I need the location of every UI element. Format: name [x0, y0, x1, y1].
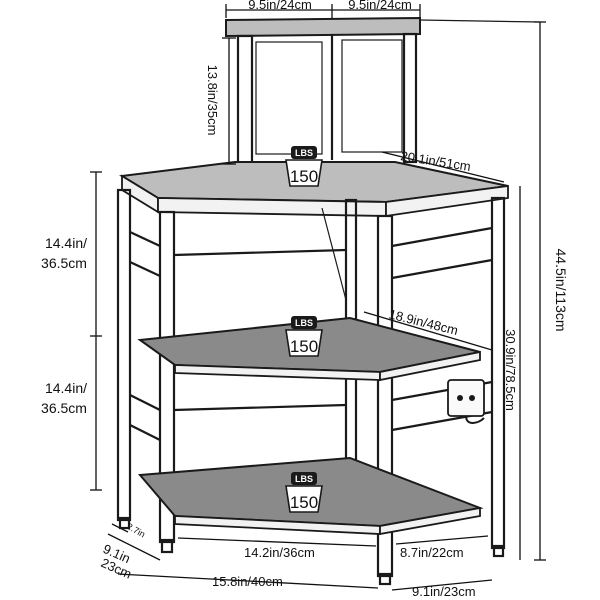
weight-icon-handle: [291, 146, 317, 159]
feet: [118, 516, 505, 586]
bottom-shelf-edge-right: [379, 506, 481, 536]
right-rail-2: [391, 258, 493, 280]
arrow-dimension-icon: [177, 537, 377, 547]
load-unit-2: LBS: [295, 318, 313, 328]
foot-3: [378, 572, 392, 586]
load-unit-3: LBS: [295, 474, 313, 484]
top-board-edge-right: [385, 184, 509, 218]
weight-icon-handle: [291, 316, 317, 329]
label-base-right-depth: 9.1in/23cm: [412, 584, 476, 599]
load-badge-middle: LBS 150: [285, 316, 323, 357]
arrow-dimension-icon: [395, 535, 489, 545]
leg-front-right: [376, 214, 394, 578]
label-inner-front-width: 14.2in/36cm: [244, 545, 315, 560]
left-side-rails: [129, 231, 161, 441]
label-shelf-spacing-lower-b: 36.5cm: [41, 400, 87, 416]
frame-legs: [116, 188, 506, 578]
label-top-width-right: 9.5in/24cm: [348, 0, 412, 12]
power-outlet-icon: [447, 379, 485, 424]
right-rail-1: [391, 226, 493, 248]
left-rail-2: [129, 261, 161, 277]
foot-1: [118, 516, 131, 530]
arrow-dimension-icon: [111, 523, 129, 533]
label-top-height: 13.8in/35cm: [205, 65, 220, 136]
front-rails: [173, 248, 347, 412]
arrow-dimension-icon: [391, 579, 493, 591]
middle-shelf-edge-right: [379, 350, 481, 382]
load-unit-1: LBS: [295, 148, 313, 158]
weight-icon: [285, 485, 323, 513]
label-corner-small: 2.7in: [125, 521, 147, 539]
label-base-width: 15.8in/40cm: [212, 574, 283, 589]
left-rail-3: [129, 394, 161, 411]
leg-front-left: [158, 210, 176, 544]
arrow-dimension-icon: [107, 533, 161, 561]
load-value-2: 150: [290, 337, 318, 356]
label-shelf-spacing-upper-b: 36.5cm: [41, 255, 87, 271]
left-rail-4: [129, 424, 161, 441]
label-body-height: 30.9in/78.5cm: [503, 329, 518, 411]
arrow-dimension-icon: [381, 151, 505, 183]
load-badge-top: LBS 150: [285, 146, 323, 187]
hutch-top-board: [225, 16, 421, 38]
weight-icon: [285, 159, 323, 187]
load-value-3: 150: [290, 493, 318, 512]
top-hutch: [225, 16, 421, 168]
hutch-back-panel-left: [255, 41, 323, 155]
dimension-labels: 9.5in/24cm 9.5in/24cm 13.8in/35cm 44.5in…: [41, 0, 569, 599]
weight-icon: [285, 329, 323, 357]
weight-icon-handle: [291, 472, 317, 485]
foot-2: [160, 538, 174, 554]
hutch-left-post: [236, 34, 254, 168]
arrow-dimension-icon: [117, 573, 379, 589]
leg-back-left: [116, 188, 132, 522]
back-diagonal-brace: [321, 207, 347, 301]
load-value-1: 150: [290, 167, 318, 186]
front-rail-2: [173, 403, 347, 412]
hutch-back-panel-right: [341, 39, 403, 153]
label-top-width-left: 9.5in/24cm: [248, 0, 312, 12]
leg-back-right: [490, 196, 506, 550]
dimension-lines: [90, 4, 546, 591]
load-badge-bottom: LBS 150: [285, 472, 323, 513]
foot-4: [492, 544, 505, 558]
label-shelf-spacing-upper-a: 14.4in/: [45, 235, 87, 251]
arrow-dimension-icon: [363, 311, 493, 351]
left-rail-1: [129, 231, 161, 247]
front-rail-1: [173, 248, 347, 257]
label-side-panel-depth: 8.7in/22cm: [400, 545, 464, 560]
hutch-right-post: [402, 32, 418, 164]
label-shelf-spacing-lower-a: 14.4in/: [45, 380, 87, 396]
label-total-height: 44.5in/113cm: [553, 248, 569, 331]
